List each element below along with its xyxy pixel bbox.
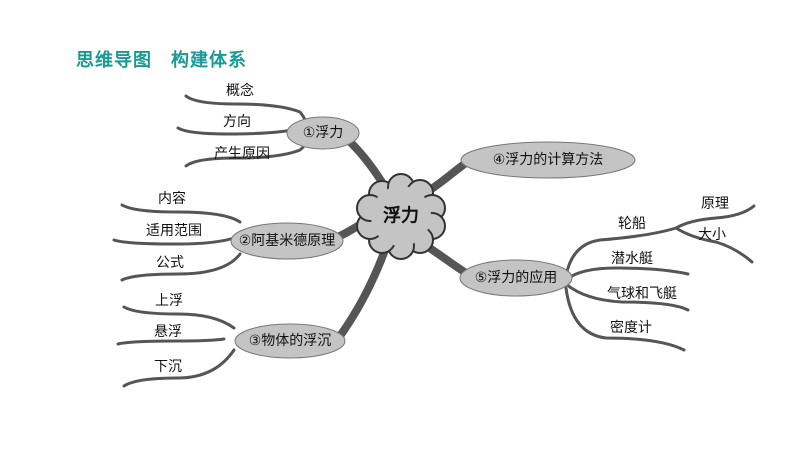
child-label: 适用范围 [146, 222, 202, 239]
line-midují [564, 286, 686, 352]
child-label: 下沉 [154, 359, 182, 375]
line-xuanfu [116, 337, 226, 346]
sub-child-label: 原理 [701, 196, 729, 212]
branch-label-3: ③物体的浮沉 [249, 333, 332, 349]
line-yuanli [674, 204, 756, 230]
connector-3 [336, 246, 389, 340]
center-label: 浮力 [383, 205, 419, 227]
branch-node-1 [286, 116, 360, 150]
line-daxiao [674, 226, 754, 264]
line-gainian [184, 94, 309, 127]
sub-child-label: 大小 [698, 227, 726, 243]
line-shiyongfanwei [112, 236, 236, 246]
branch-node-4 [460, 141, 636, 179]
branch-label-4: ④浮力的计算方法 [493, 152, 604, 168]
line-shangfu [122, 305, 236, 330]
child-label: 方向 [223, 114, 251, 130]
line-qiqiu [564, 282, 690, 312]
child-label: 上浮 [155, 293, 183, 309]
child-label: 概念 [226, 82, 254, 99]
branch-label-5: ⑤浮力的应用 [475, 269, 558, 286]
branch-label-2: ②阿基米德原理 [239, 232, 336, 249]
child-label: 内容 [158, 190, 186, 207]
branch-node-3 [234, 323, 346, 359]
child-label: 密度计 [610, 319, 652, 336]
branch-label-1: ①浮力 [303, 125, 344, 141]
child-label: 气球和飞艇 [607, 286, 677, 302]
page-title: 思维导图 构建体系 [76, 50, 247, 71]
line-gongshi [120, 252, 242, 282]
child-label: 轮船 [618, 216, 646, 232]
center-fill [371, 186, 431, 246]
branch-node-5 [459, 259, 573, 297]
branch-nodes [230, 116, 636, 359]
child-label: 潜水艇 [611, 251, 653, 267]
branch-node-2 [230, 222, 344, 260]
line-neirong [120, 203, 242, 224]
line-qianshuiting [564, 266, 690, 282]
child-label: 悬浮 [154, 324, 182, 340]
line-xiachen [122, 348, 236, 388]
line-fangxiang [176, 126, 294, 136]
child-lines [112, 94, 756, 388]
child-label: 产生原因 [214, 146, 270, 162]
line-lunchuan [564, 226, 678, 278]
child-label: 公式 [156, 255, 184, 271]
